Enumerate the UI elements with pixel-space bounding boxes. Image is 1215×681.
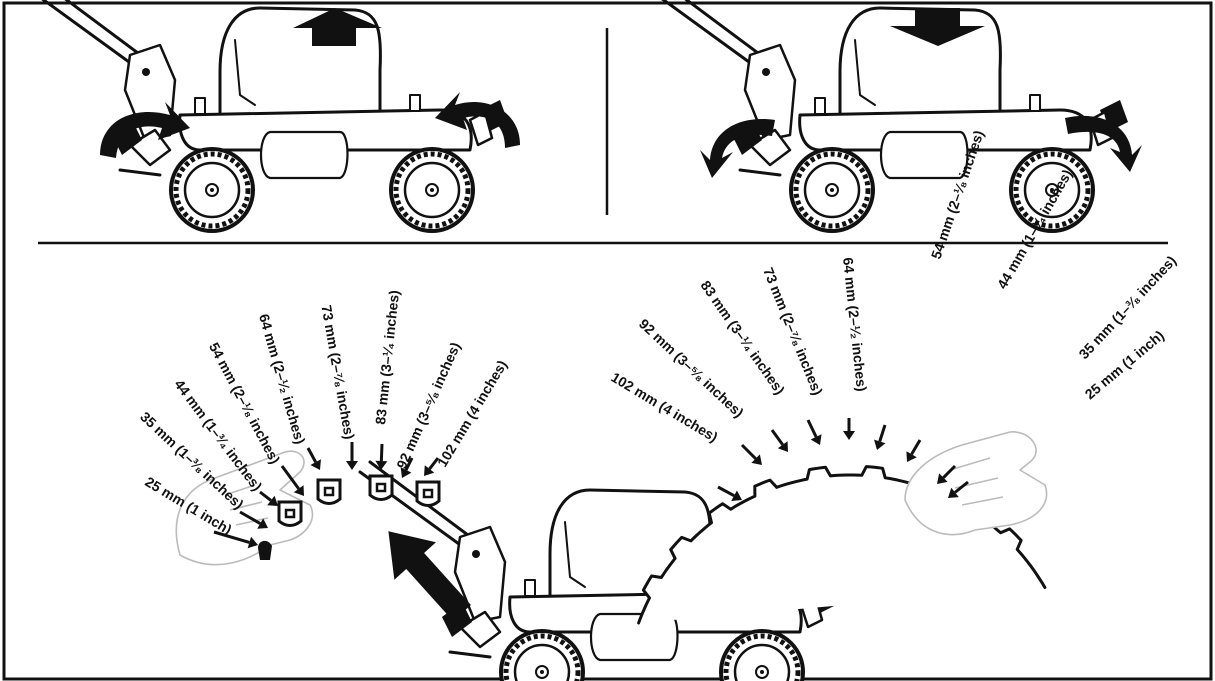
curved-arrow-icon	[700, 119, 775, 178]
pointer-arrow-icon	[375, 443, 388, 470]
height-label: 64 mm (2–¹⁄₂ inches)	[840, 257, 870, 393]
pointer-arrow-icon	[213, 530, 258, 549]
pointer-arrow-icon	[937, 464, 957, 484]
pointer-arrow-icon	[948, 480, 969, 498]
pointer-arrow-icon	[259, 490, 278, 506]
pointer-arrow-icon	[400, 457, 414, 478]
pointer-arrow-icon	[306, 447, 321, 470]
height-clip-icon	[368, 474, 394, 501]
curved-arrow-icon	[1065, 115, 1142, 172]
pointer-arrow-icon	[740, 443, 762, 465]
pointer-arrow-icon	[346, 442, 358, 470]
pointer-arrow-icon	[280, 465, 304, 496]
height-label: 35 mm (1–³⁄₈ inches)	[1075, 252, 1179, 362]
pointer-arrow-icon	[239, 510, 268, 529]
lever-handle	[258, 540, 272, 560]
up-arrow-icon	[293, 8, 382, 46]
pointer-arrow-icon	[843, 418, 855, 440]
curved-arrow-icon	[435, 92, 520, 148]
down-arrow-icon	[890, 8, 985, 46]
hand-illustration	[175, 450, 314, 566]
right-height-selector	[637, 431, 1048, 625]
height-clip-icon	[277, 500, 303, 527]
left-height-selector	[175, 450, 441, 566]
left-label-group: 25 mm (1 inch)35 mm (1–³⁄₈ inches)44 mm …	[137, 289, 510, 549]
pointer-arrow-icon	[906, 439, 922, 462]
curved-arrow-icon	[100, 102, 190, 158]
mower-lower-illustration	[650, 0, 1142, 231]
pointer-arrow-icon	[770, 429, 788, 452]
mower-raise-illustration	[30, 0, 520, 231]
pointer-arrow-icon	[424, 457, 440, 476]
pointer-arrow-icon	[717, 485, 742, 501]
height-clip-icon	[415, 480, 441, 507]
pointer-arrow-icon	[806, 419, 822, 445]
pointer-arrow-icon	[874, 424, 887, 450]
height-clip-icon	[316, 478, 342, 505]
height-label: 73 mm (2–⁷⁄₈ inches)	[318, 304, 357, 441]
height-label: 83 mm (3–¹⁄₄ inches)	[372, 289, 402, 425]
